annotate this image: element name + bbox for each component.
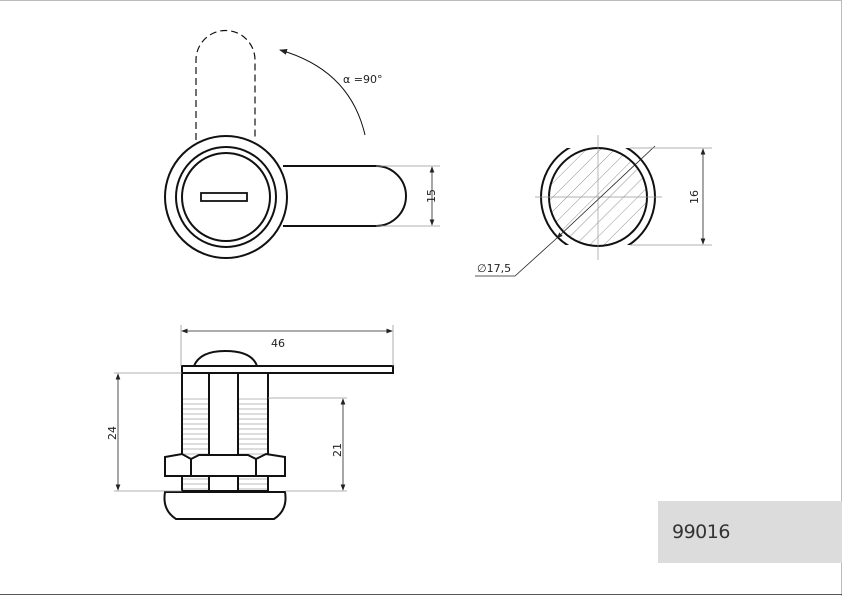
hex-nut [164,452,286,477]
front-view [164,29,440,259]
dim-total-height: 24 [106,426,119,440]
dim-cam-width: 15 [425,189,438,203]
lock-head [163,491,287,520]
cam-arm [283,165,407,227]
lock-cylinder [181,152,271,242]
part-number-box: 99016 [658,501,842,563]
keyhole [200,192,248,202]
cam-dome [193,349,258,367]
section-view [475,135,712,277]
angle-label: α =90° [343,73,382,86]
rotation-arc [279,49,366,136]
dim-flat-width: 16 [688,190,701,204]
dim-thread-length: 21 [331,443,344,457]
side-view [114,325,394,520]
diameter-leader [475,237,558,277]
part-number: 99016 [672,521,730,543]
rotated-cam-dashed [195,29,256,140]
lock-ring [175,146,277,248]
cam-plate [181,365,394,374]
lock-bezel [164,135,288,259]
dim-diameter: ∅17,5 [477,262,511,275]
dim-cam-length: 46 [271,337,285,350]
